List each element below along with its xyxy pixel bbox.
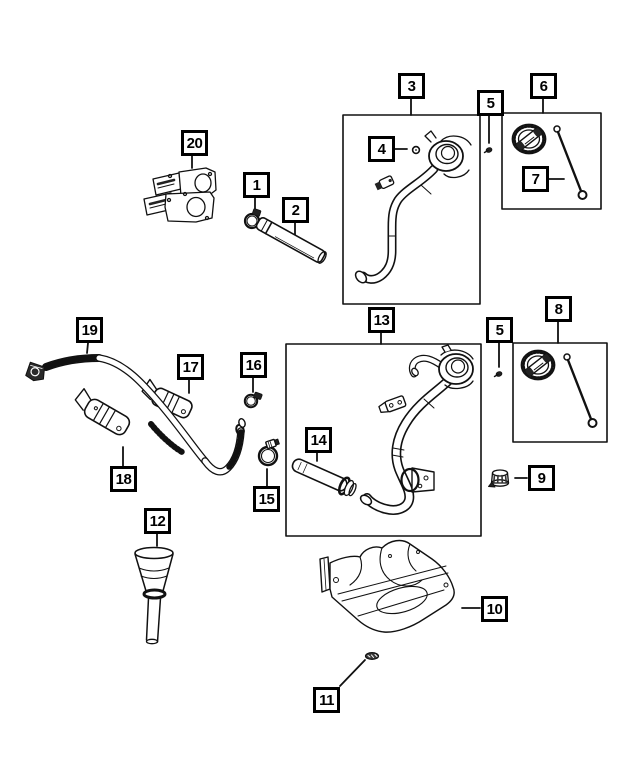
callout-6[interactable]: 6: [530, 73, 557, 99]
callout-12[interactable]: 12: [144, 508, 171, 534]
leader-lines: [86, 98, 565, 687]
fuel-cap-8-drawing: [520, 349, 556, 381]
fuel-cap-6-drawing: [511, 123, 547, 155]
group-box-6-7: [501, 112, 602, 210]
breather-cap-9-drawing: [488, 469, 510, 488]
callout-9[interactable]: 9: [528, 465, 555, 491]
hose-clamp-15-drawing: [257, 438, 280, 467]
hose-clamp-16-drawing: [243, 391, 263, 409]
callout-16[interactable]: 16: [240, 352, 267, 378]
cap-tether-7-drawing: [552, 124, 588, 201]
callout-11[interactable]: 11: [313, 687, 340, 713]
callout-18[interactable]: 18: [110, 466, 137, 492]
callout-10[interactable]: 10: [481, 596, 508, 622]
filler-tube-13-drawing: [359, 344, 474, 515]
filler-bracket-drawing: [143, 167, 217, 223]
skid-plate-10-drawing: [319, 539, 455, 633]
callout-20[interactable]: 20: [181, 130, 208, 156]
filler-hose-14-drawing: [291, 458, 357, 497]
callout-8[interactable]: 8: [545, 296, 572, 322]
insulator-18-drawing: [74, 388, 131, 436]
callout-13[interactable]: 13: [368, 307, 395, 333]
callout-14[interactable]: 14: [305, 427, 332, 453]
callout-2[interactable]: 2: [282, 197, 309, 223]
group-box-13-14: [285, 343, 482, 537]
funnel-12-drawing: [134, 546, 174, 645]
screw-5b-drawing: [493, 370, 504, 378]
callout-1[interactable]: 1: [243, 172, 270, 198]
callout-15[interactable]: 15: [253, 486, 280, 512]
filler-neck-3-drawing: [354, 130, 472, 284]
tube-extension-drawing: [255, 216, 327, 264]
callout-5b[interactable]: 5: [486, 317, 513, 343]
callout-7[interactable]: 7: [522, 166, 549, 192]
vent-hose-19-drawing: [25, 354, 246, 476]
callout-17[interactable]: 17: [177, 354, 204, 380]
callout-4[interactable]: 4: [368, 136, 395, 162]
callout-19[interactable]: 19: [76, 317, 103, 343]
callout-3[interactable]: 3: [398, 73, 425, 99]
grommet-4-drawing: [411, 145, 421, 155]
nut-11-drawing: [364, 651, 380, 660]
cap-tether-8-drawing: [562, 352, 598, 429]
callout-5a[interactable]: 5: [477, 90, 504, 116]
insulator-17-drawing: [141, 378, 193, 419]
screw-5a-drawing: [483, 146, 494, 154]
group-box-8: [512, 342, 608, 443]
